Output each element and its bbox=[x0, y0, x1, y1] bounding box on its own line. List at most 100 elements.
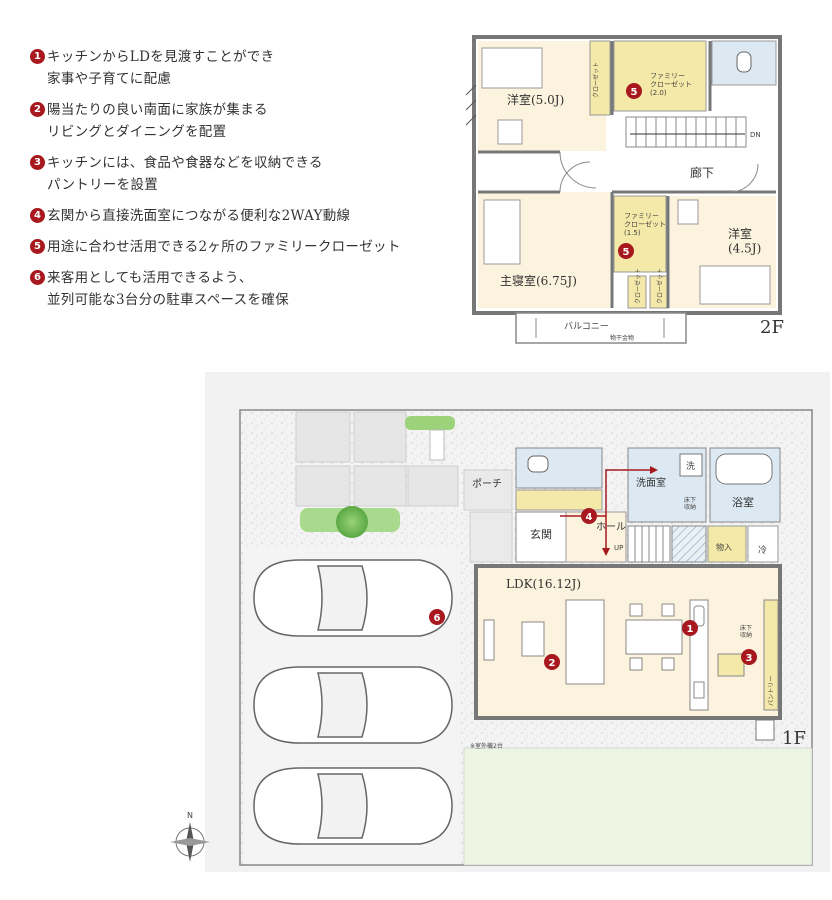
stair-storage bbox=[671, 525, 707, 563]
svg-text:5: 5 bbox=[631, 87, 638, 98]
paving bbox=[295, 411, 459, 507]
shoe-storage bbox=[515, 489, 603, 511]
corridor-2f bbox=[560, 152, 776, 192]
room-label-fridge: 冷 bbox=[758, 544, 767, 556]
feature-number-badge: 3 bbox=[30, 155, 45, 170]
car-icon bbox=[253, 666, 453, 744]
toilet-icon bbox=[527, 455, 549, 473]
svg-text:3: 3 bbox=[746, 653, 753, 664]
feature-number-badge: 5 bbox=[30, 239, 45, 254]
room-label-closet-b2: クローゼット bbox=[656, 268, 664, 304]
svg-text:1: 1 bbox=[687, 624, 694, 635]
dining-table-icon bbox=[625, 619, 683, 655]
room-label-pantry: パントリー bbox=[768, 676, 775, 706]
closet-a bbox=[589, 40, 611, 116]
room-label-master: 主寝室(6.75J) bbox=[500, 273, 577, 288]
bathtub-icon bbox=[715, 453, 773, 485]
under-floor-storage bbox=[717, 653, 745, 677]
desk-icon bbox=[497, 119, 523, 145]
lawn bbox=[463, 747, 813, 866]
floor-label-2f: 2F bbox=[760, 317, 784, 338]
svg-text:2: 2 bbox=[549, 658, 556, 669]
feature-number-badge: 2 bbox=[30, 102, 45, 117]
marker-3: 3 bbox=[741, 649, 757, 665]
svg-text:6: 6 bbox=[434, 613, 441, 624]
feature-number-badge: 6 bbox=[30, 270, 45, 285]
balcony-label: バルコニー bbox=[564, 321, 609, 332]
family-closet-a bbox=[613, 40, 707, 112]
tv-icon bbox=[483, 619, 495, 661]
ldk-furniture bbox=[483, 599, 779, 711]
tree-icon bbox=[336, 506, 368, 538]
room-label-bath: 浴室 bbox=[732, 495, 754, 509]
fridge-space bbox=[747, 525, 779, 563]
outdoor-unit-icon bbox=[755, 719, 775, 741]
car-icon bbox=[253, 559, 453, 637]
svg-text:5: 5 bbox=[623, 247, 630, 258]
room-storage bbox=[707, 525, 747, 563]
room-label-under-floor-a: 床下収納 bbox=[684, 496, 696, 511]
feature-text: キッチンからLDを見渡すことができ 家事や子育てに配慮 bbox=[47, 49, 275, 87]
room-label-wash: 洗面室 bbox=[636, 476, 666, 489]
floor-1f: ポーチ 玄関 ホール UP 洗面室 洗 床下収納 浴室 物入 冷 LDK(16.… bbox=[170, 372, 830, 872]
feature-number-badge: 1 bbox=[30, 49, 45, 64]
compass-icon: N bbox=[170, 811, 210, 862]
stair-label-dn: DN bbox=[750, 131, 761, 139]
floor-label-1f: 1F bbox=[782, 728, 806, 749]
marker-1: 1 bbox=[682, 620, 698, 636]
closet-b1 bbox=[627, 275, 647, 309]
room-label-family-closet-b: ファミリークローゼット(1.5) bbox=[624, 212, 666, 237]
toilet-icon bbox=[736, 51, 752, 73]
desk-icon bbox=[677, 199, 699, 225]
room-label-western-a: 洋室(5.0J) bbox=[507, 92, 564, 107]
stairs-1f bbox=[627, 525, 671, 563]
table-icon bbox=[521, 621, 545, 657]
room-hall bbox=[565, 511, 627, 563]
feature-text: 陽当たりの良い南面に家族が集まる リビングとダイニングを配置 bbox=[47, 102, 268, 140]
outdoor-unit-label: ※室外機2台 bbox=[470, 742, 503, 750]
stair-label-up: UP bbox=[614, 544, 623, 552]
room-label-closet-a: クローゼット bbox=[592, 62, 600, 98]
bed-icon bbox=[483, 199, 521, 265]
room-label-corridor: 廊下 bbox=[690, 165, 714, 180]
cars bbox=[253, 559, 453, 845]
room-label-ldk: LDK(16.12J) bbox=[506, 577, 581, 591]
stove-icon bbox=[693, 681, 705, 699]
feature-text: 用途に合わせ活用できる2ヶ所のファミリークローゼット bbox=[47, 239, 401, 255]
room-label-under-floor-b: 床下収納 bbox=[740, 624, 752, 639]
feature-text: 玄関から直接洗面室につながる便利な2WAY動線 bbox=[47, 208, 351, 224]
marker-5a: 5 bbox=[626, 83, 642, 99]
pantry bbox=[763, 599, 779, 711]
svg-text:4: 4 bbox=[586, 512, 593, 523]
room-label-family-closet-a: ファミリークローゼット(2.0) bbox=[650, 72, 692, 97]
sofa-icon bbox=[565, 599, 605, 685]
compass-north-label: N bbox=[187, 811, 193, 820]
room-label-hall: ホール bbox=[596, 521, 626, 533]
bed-icon bbox=[699, 265, 771, 305]
sink-icon bbox=[693, 605, 705, 627]
feature-text: キッチンには、食品や食器などを収納できる パントリーを設置 bbox=[47, 155, 323, 193]
feature-number-badge: 4 bbox=[30, 208, 45, 223]
shrubs bbox=[300, 416, 455, 538]
marker-4: 4 bbox=[581, 508, 597, 524]
room-label-western-b: 洋室(4.5J) bbox=[728, 226, 761, 255]
bed-icon bbox=[481, 47, 543, 89]
marker-5b: 5 bbox=[618, 243, 634, 259]
room-label-closet-b1: クローゼット bbox=[634, 268, 642, 304]
drying-label: 物干金物 bbox=[610, 334, 634, 342]
car-icon bbox=[253, 767, 453, 845]
balcony bbox=[515, 312, 687, 344]
stairs-2f bbox=[625, 116, 747, 148]
feature-text: 来客用としても活用できるよう、 並列可能な3台分の駐車スペースを確保 bbox=[47, 270, 289, 308]
washer-icon bbox=[679, 453, 703, 477]
room-label-washer: 洗 bbox=[686, 460, 695, 472]
family-closet-b bbox=[613, 195, 667, 273]
